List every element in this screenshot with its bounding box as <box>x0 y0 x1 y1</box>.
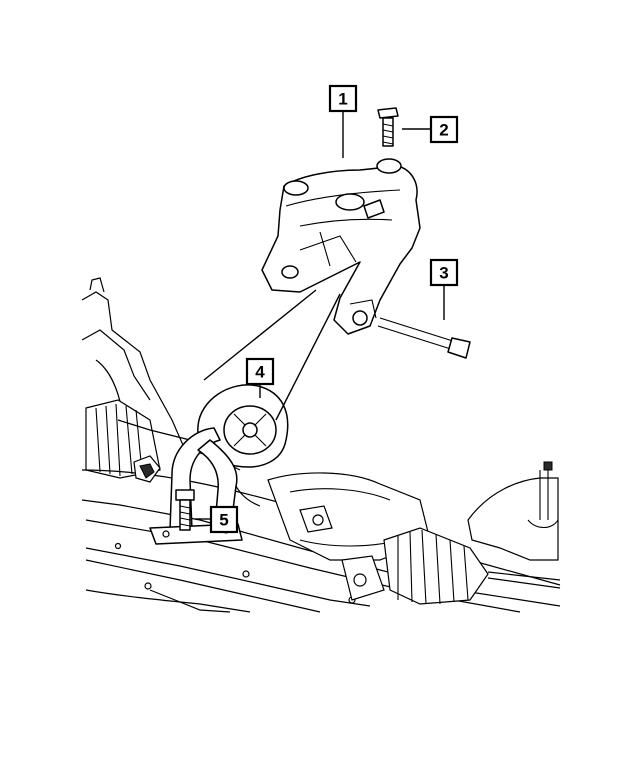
callout-1-label: 1 <box>338 90 347 109</box>
callout-2: 2 <box>429 115 459 144</box>
mount-bolt <box>175 489 195 531</box>
callout-4: 4 <box>245 357 275 386</box>
mount-bracket <box>261 158 421 335</box>
crossmember-assembly <box>81 277 561 613</box>
callout-5-label: 5 <box>219 511 228 530</box>
callout-3-label: 3 <box>439 264 448 283</box>
callout-2-label: 2 <box>439 121 448 140</box>
leader-lines <box>195 111 445 520</box>
callout-3: 3 <box>429 258 459 287</box>
callout-1: 1 <box>328 84 358 113</box>
bracket-bolt-horizontal <box>377 317 471 359</box>
callout-4-label: 4 <box>255 363 265 382</box>
callout-5: 5 <box>209 505 239 534</box>
bracket-bolt-vertical <box>377 107 399 147</box>
